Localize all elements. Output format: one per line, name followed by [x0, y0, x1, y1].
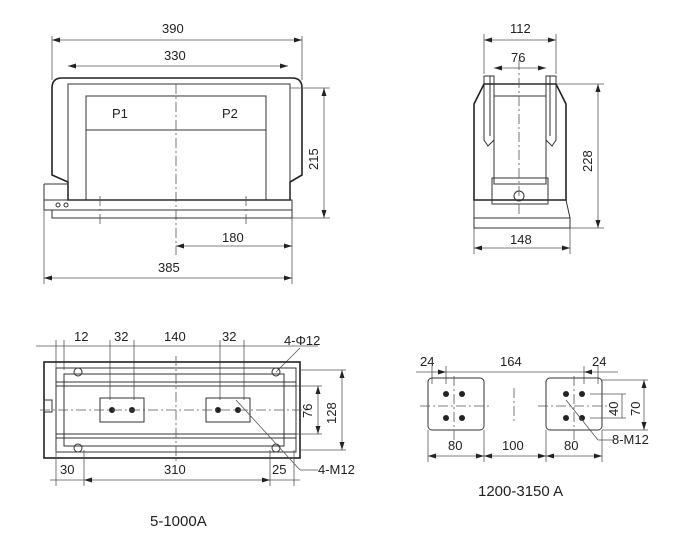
dim-24-left: 24 [420, 354, 434, 369]
dim-80-left: 80 [448, 438, 462, 453]
dim-228: 228 [580, 150, 595, 172]
dim-80-right: 80 [564, 438, 578, 453]
dim-40: 40 [606, 402, 621, 416]
dim-385: 385 [158, 260, 180, 275]
terminal-p1-label: P1 [112, 106, 128, 121]
dim-215: 215 [306, 148, 321, 170]
dim-32-right: 32 [222, 329, 236, 344]
dim-70: 70 [628, 402, 643, 416]
dim-180: 180 [222, 230, 244, 245]
dim-32-left: 32 [114, 329, 128, 344]
dim-148: 148 [510, 232, 532, 247]
dim-310: 310 [164, 462, 186, 477]
label-4-m12: 4-M12 [318, 462, 355, 477]
dim-30: 30 [60, 462, 74, 477]
label-8-m12: 8-M12 [612, 432, 649, 447]
dim-330: 330 [164, 48, 186, 63]
caption-1200-3150a: 1200-3150 A [478, 483, 563, 500]
dim-25: 25 [272, 462, 286, 477]
dim-164: 164 [500, 354, 522, 369]
terminal-p2-label: P2 [222, 106, 238, 121]
dim-140: 140 [164, 329, 186, 344]
dim-76: 76 [511, 50, 525, 65]
dim-112: 112 [510, 21, 531, 36]
dim-76-v: 76 [300, 404, 315, 418]
dim-390: 390 [162, 21, 184, 36]
side-view: 112 76 228 148 [473, 21, 604, 254]
terminal-view-large: 24 164 24 40 70 8-M12 [416, 354, 649, 500]
label-4-phi12: 4-Φ12 [284, 333, 320, 348]
dim-24-right: 24 [592, 354, 606, 369]
dim-100: 100 [502, 438, 524, 453]
caption-5-1000a: 5-1000A [150, 513, 207, 530]
dim-128: 128 [324, 402, 339, 424]
bottom-view-small: 12 32 140 32 4-Φ12 76 [36, 329, 355, 530]
front-view: 390 330 P1 P2 215 180 [43, 21, 330, 284]
dim-12: 12 [74, 329, 88, 344]
